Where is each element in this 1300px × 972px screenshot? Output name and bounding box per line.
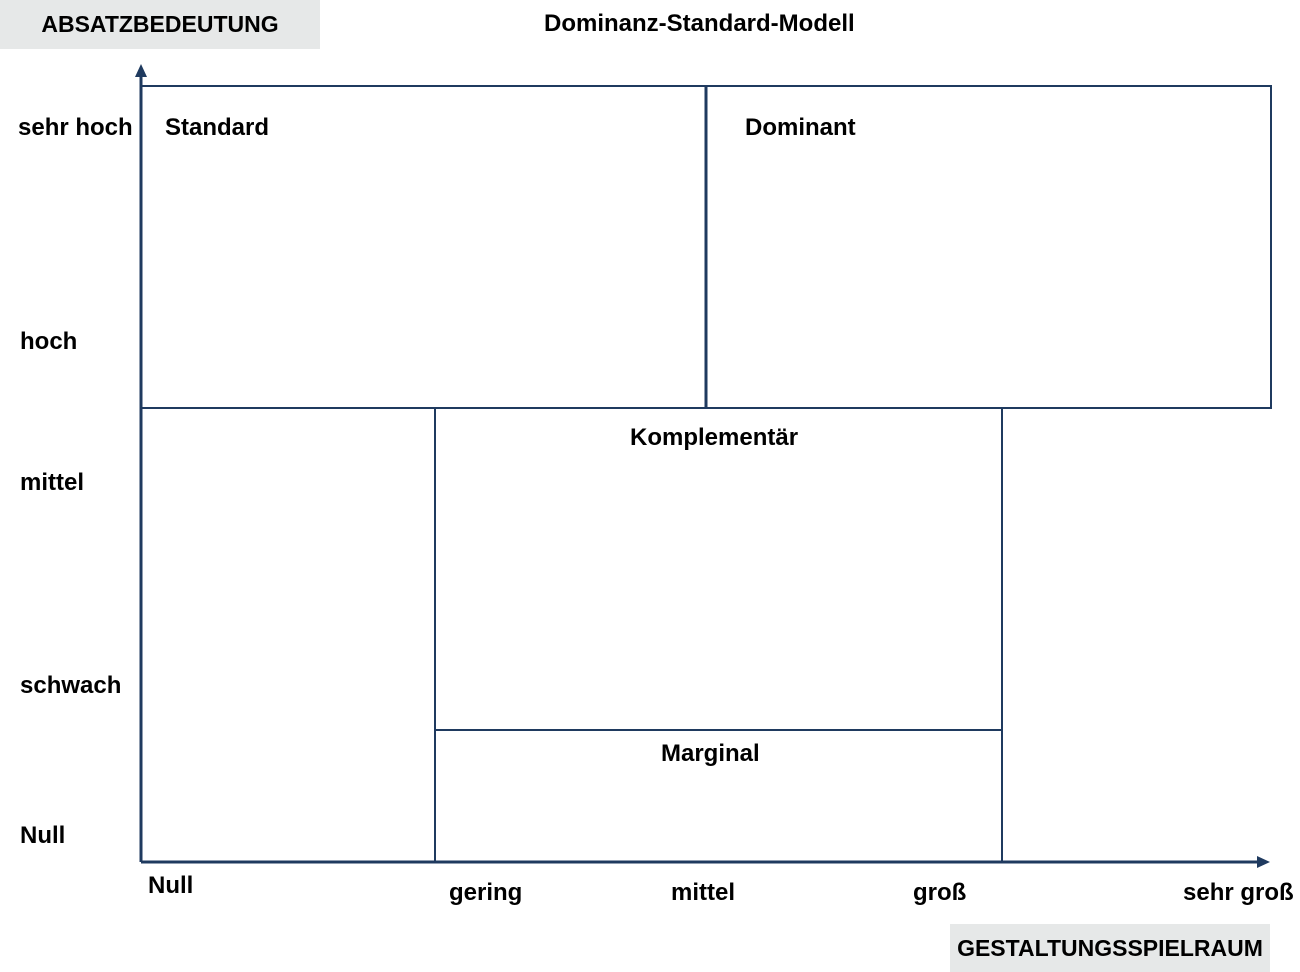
region-label-komplementaer: Komplementär	[630, 424, 799, 451]
region-label-dominant: Dominant	[745, 114, 856, 141]
y-tick-hoch: hoch	[20, 328, 78, 355]
x-tick-mittel: mittel	[671, 879, 736, 906]
y-tick-sehr-hoch: sehr hoch	[18, 114, 133, 141]
region-label-standard: Standard	[165, 114, 270, 141]
marginal-region-box	[434, 729, 1003, 863]
x-axis-title: GESTALTUNGSSPIELRAUM	[950, 924, 1270, 972]
region-label-marginal: Marginal	[661, 740, 760, 767]
x-tick-gross: groß	[913, 879, 967, 906]
y-axis-arrow	[135, 64, 147, 77]
diagram-title: Dominanz-Standard-Modell	[544, 10, 855, 37]
x-tick-sehr-gross: sehr groß	[1183, 879, 1294, 906]
y-tick-schwach: schwach	[20, 672, 122, 699]
y-tick-mittel: mittel	[20, 469, 85, 496]
x-tick-null: Null	[148, 872, 194, 899]
komplementaer-region-box	[434, 407, 1003, 731]
y-axis-title: ABSATZBEDEUTUNG	[0, 0, 320, 49]
x-axis-arrow	[1257, 856, 1270, 868]
y-tick-null: Null	[20, 822, 66, 849]
x-tick-gering: gering	[449, 879, 523, 906]
